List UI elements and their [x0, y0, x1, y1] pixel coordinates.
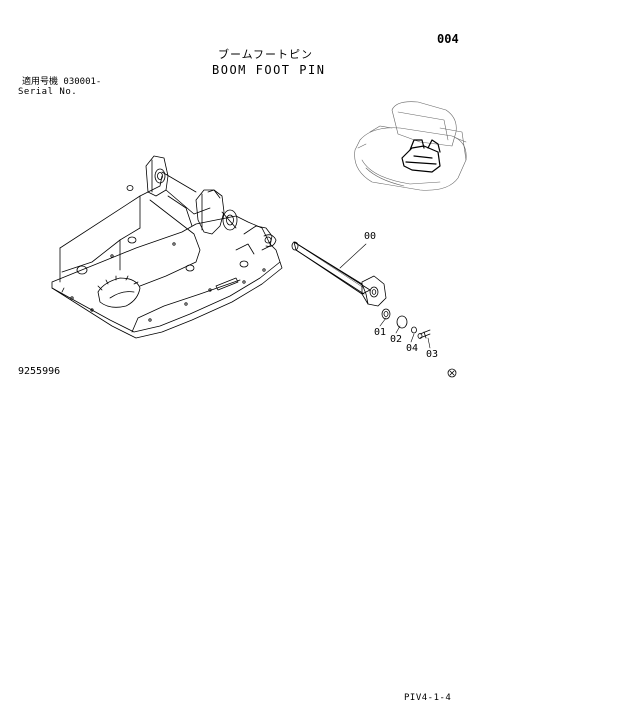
washer-02 — [396, 315, 408, 329]
title-english: BOOM FOOT PIN — [212, 63, 326, 77]
drawing-number: 9255996 — [18, 366, 61, 377]
callout-04: 04 — [406, 343, 419, 354]
washer-01 — [381, 308, 391, 320]
sheet-code: PIV4-1-4 — [404, 693, 452, 703]
callout-leaders — [339, 243, 431, 349]
title-japanese: ブームフートピン — [218, 48, 314, 61]
bolt-03 — [417, 329, 431, 339]
symbol-mark — [447, 368, 457, 378]
page-number: 004 — [437, 32, 459, 46]
machine-overview-inset — [354, 101, 467, 191]
boom-foot-pin — [291, 241, 387, 307]
lock-washer-04 — [411, 326, 417, 334]
callout-01: 01 — [374, 327, 387, 338]
inset-foot-bracket — [401, 139, 441, 173]
callout-00: 00 — [364, 231, 377, 242]
serial-range-japanese: 適用号機 030001- — [22, 77, 102, 87]
callout-03: 03 — [426, 349, 439, 360]
callout-02: 02 — [390, 334, 403, 345]
upper-frame-assembly — [51, 155, 283, 339]
serial-label-english: Serial No. — [18, 87, 78, 97]
